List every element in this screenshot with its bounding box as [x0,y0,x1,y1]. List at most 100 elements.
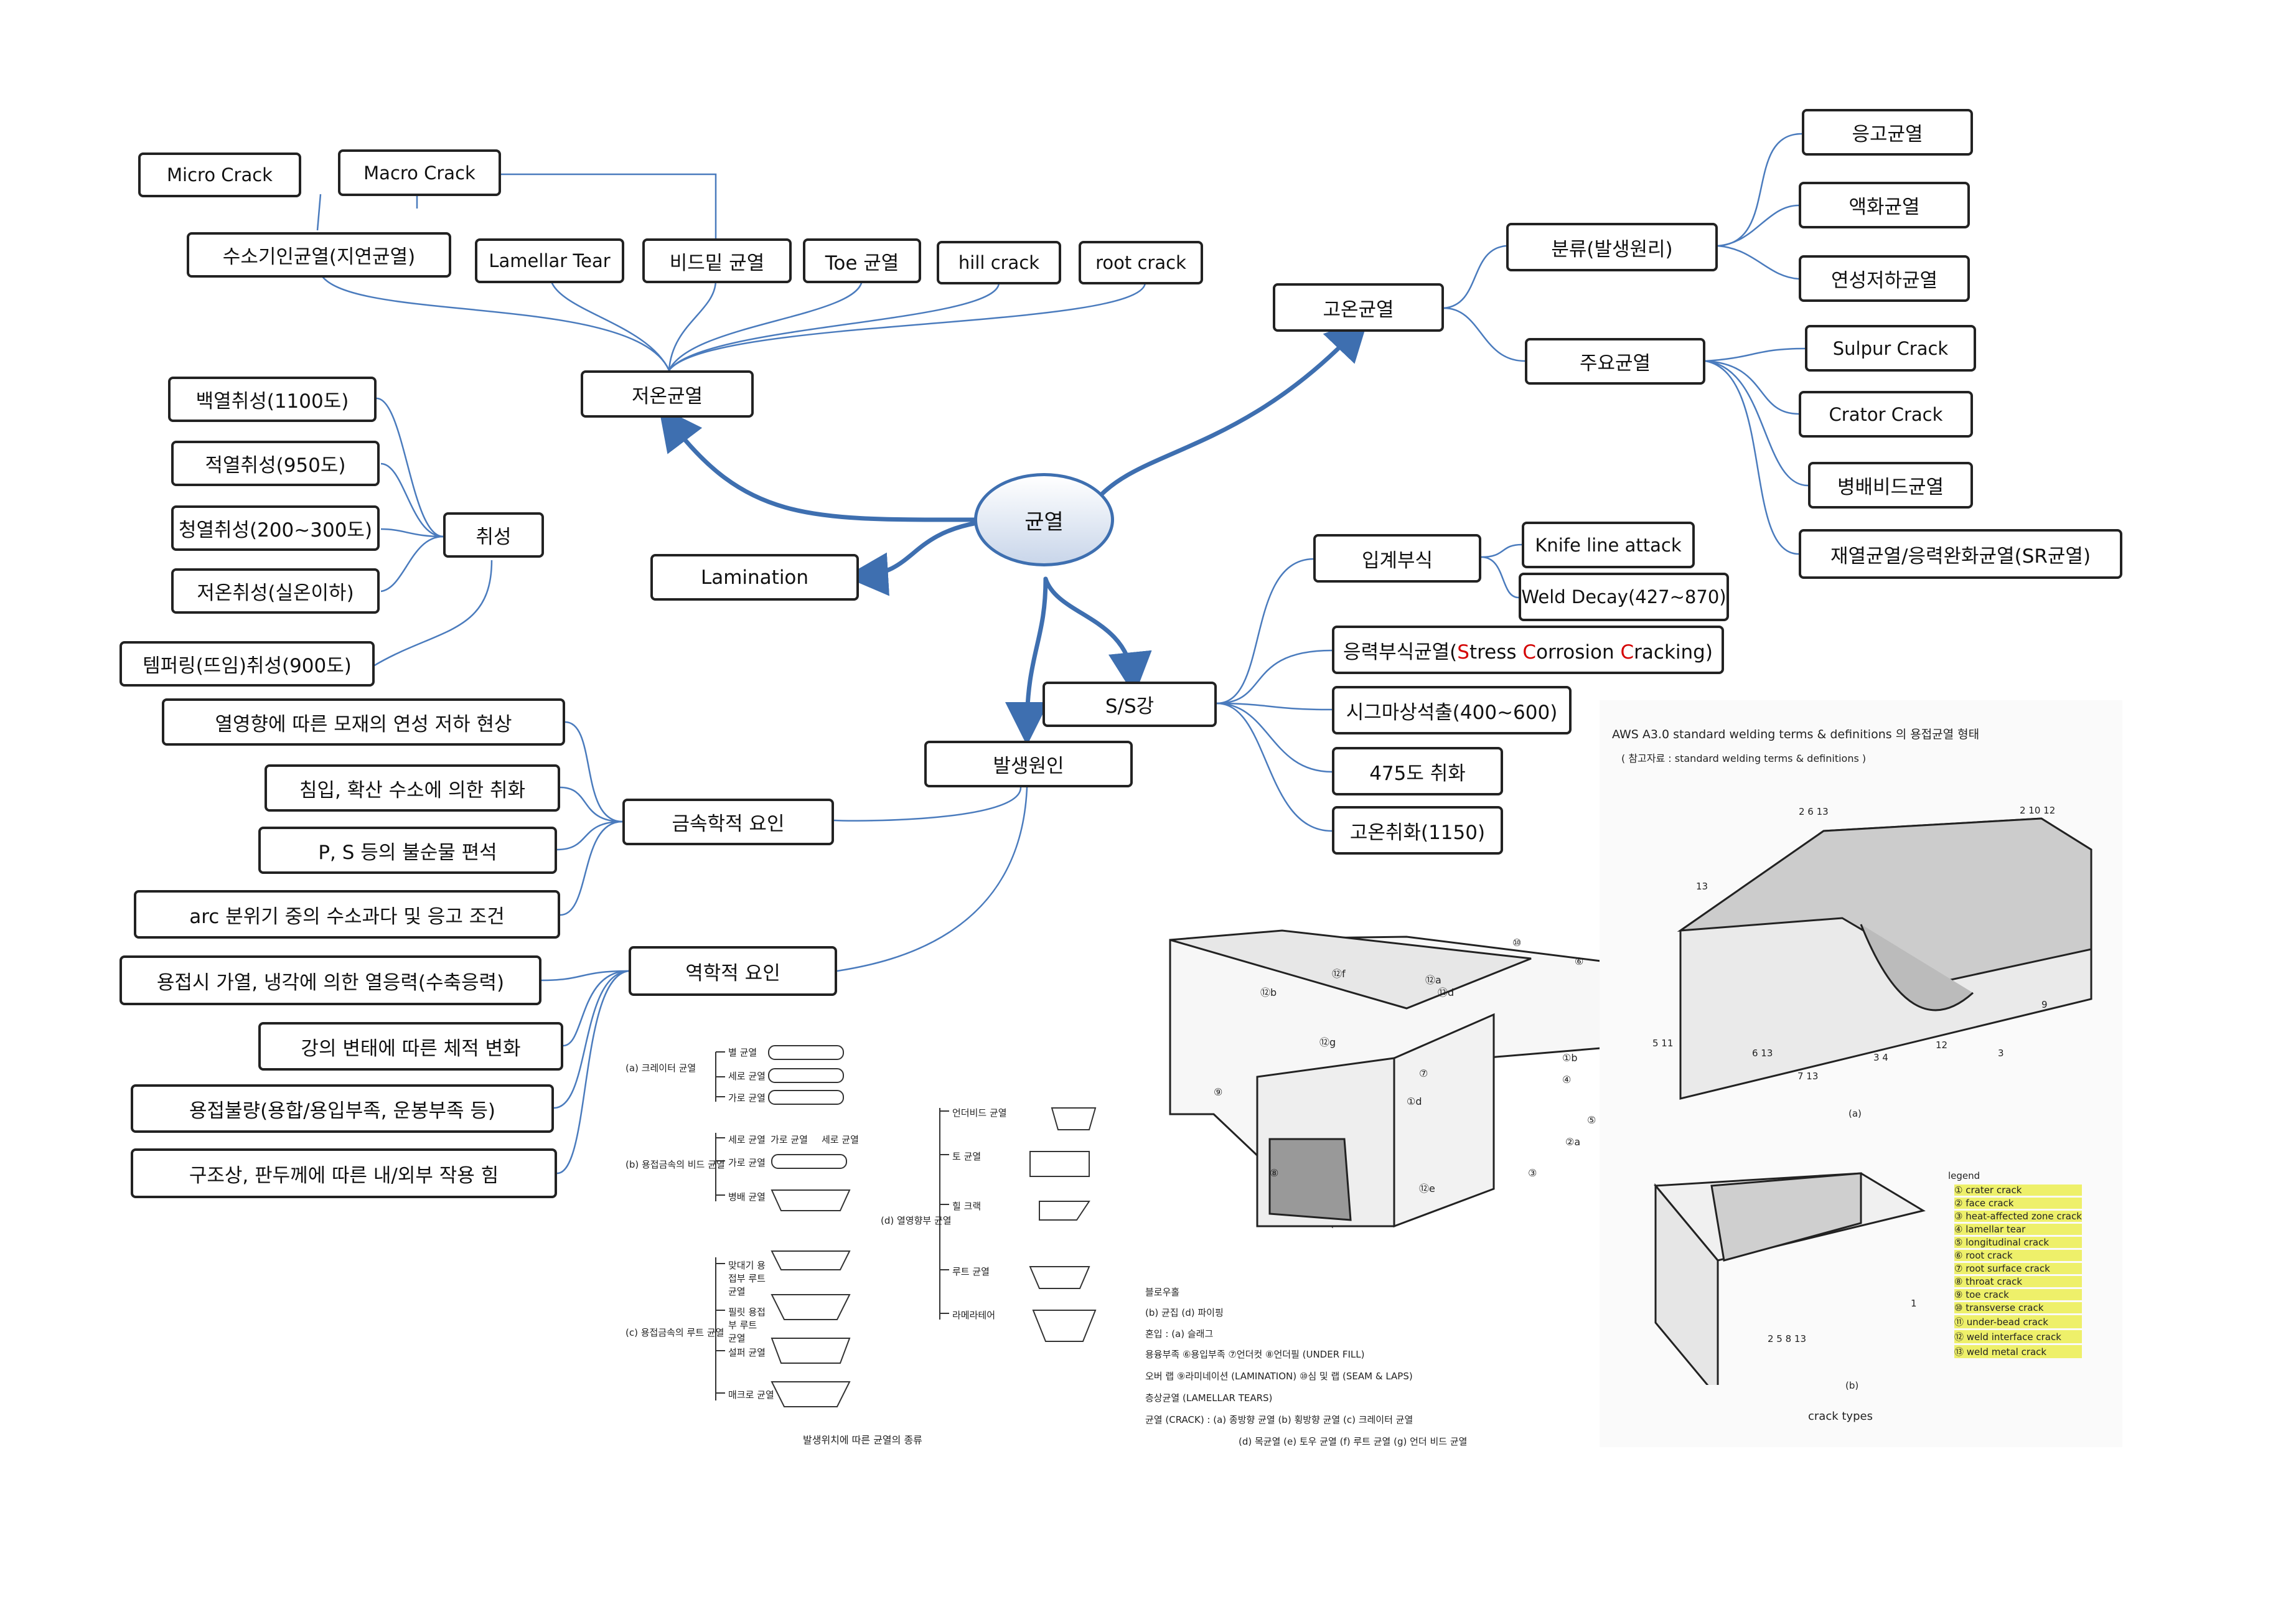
item-b-2: 병배 균열 [728,1191,766,1203]
node-pear-bead-crack[interactable]: 병배비드균열 [1808,462,1973,509]
svg-text:⑫g: ⑫g [1319,1036,1336,1048]
item-c-1: 필릿 용접부 루트 균열 [728,1306,766,1344]
node-lamination[interactable]: Lamination [650,554,859,601]
item-a-1: 세로 균열 [728,1071,766,1082]
legend-root-surface: ⑦ root surface crack [1954,1263,2082,1274]
svg-text:④: ④ [1562,1074,1571,1086]
node-classification[interactable]: 분류(발생원리) [1506,223,1718,271]
node-475-embrittlement[interactable]: 475도 취화 [1332,747,1503,795]
node-solidification-crack[interactable]: 응고균열 [1802,109,1973,156]
node-hydrogen-crack[interactable]: 수소기인균열(지연균열) [187,232,451,278]
node-red-brittleness[interactable]: 적열취성(950도) [171,441,380,486]
legend-line-2: 혼입 : (a) 슬래그 [1145,1328,1214,1339]
svg-text:⑥: ⑥ [1575,955,1583,967]
legend-line-4: 오버 랩 ⑨라미네이션 (LAMINATION) ⑩심 및 랩 (SEAM & … [1145,1371,1413,1382]
crack-location-drawing [715,1045,1253,1407]
node-ductility-dip-crack[interactable]: 연성저하균열 [1799,255,1970,302]
legend-line-5: 층상균열 (LAMELLAR TEARS) [1145,1392,1273,1404]
item-c-3: 매크로 균열 [728,1389,774,1400]
legend-weld-metal: ⑬ weld metal crack [1954,1345,2082,1358]
node-embrittlement[interactable]: 취성 [443,512,544,558]
aws-label-0: 2 6 13 [1799,806,1829,817]
item-c-2: 설퍼 균열 [728,1347,766,1358]
legend-line-6: 균열 (CRACK) : (a) 종방향 균열 (b) 횡방향 균열 (c) 크… [1145,1414,1413,1425]
node-metallurgical-factor[interactable]: 금속학적 요인 [622,799,834,845]
node-thermal-stress[interactable]: 용접시 가열, 냉각에 의한 열응력(수축응력) [119,955,541,1005]
figure-caption: 발생위치에 따른 균열의 종류 [803,1434,922,1446]
node-reheat-crack[interactable]: 재열균열/응력완화균열(SR균열) [1799,529,2122,579]
legend-under-bead: ⑪ under-bead crack [1954,1315,2082,1328]
node-low-temp-brittleness[interactable]: 저온취성(실온이하) [171,568,380,614]
node-liquation-crack[interactable]: 액화균열 [1799,182,1970,228]
node-weld-defect[interactable]: 용접불량(용합/용입부족, 운봉부족 등) [131,1084,554,1133]
node-knife-line-attack[interactable]: Knife line attack [1522,522,1695,568]
item-d-4: 라메라테어 [952,1310,996,1321]
node-micro-crack[interactable]: Micro Crack [138,152,301,197]
node-haz-ductility-loss[interactable]: 열영향에 따른 모재의 연성 저하 현상 [162,698,565,746]
svg-text:⑫a: ⑫a [1425,974,1441,986]
item-d-2: 힐 크랙 [952,1201,982,1212]
legend-line-7: (d) 목균열 (e) 토우 균열 (f) 루트 균열 (g) 언더 비드 균열 [1239,1436,1468,1447]
crack-location-figure: (a) 크레이터 균열 (b) 용접금속의 비드 균열 (c) 용접금속의 루트… [616,1027,1531,1463]
svg-text:⑩: ⑩ [1512,937,1521,949]
node-arc-hydrogen[interactable]: arc 분위기 중의 수소과다 및 응고 조건 [134,890,560,939]
node-weld-decay[interactable]: Weld Decay(427~870) [1519,573,1729,621]
legend-line-1: (b) 균집 (d) 파이핑 [1145,1307,1224,1318]
legend-haz: ③ heat-affected zone crack [1954,1211,2082,1222]
node-sulpur-crack[interactable]: Sulpur Crack [1805,325,1976,372]
node-intergranular-corrosion[interactable]: 입계부식 [1313,534,1481,583]
legend-throat: ⑧ throat crack [1954,1276,2082,1287]
node-cause[interactable]: 발생원인 [924,741,1133,787]
item-b-0: 세로 균열 [728,1134,766,1145]
node-high-temp-crack[interactable]: 고온균열 [1273,283,1444,332]
svg-text:①b: ①b [1562,1052,1578,1064]
node-structural-force[interactable]: 구조상, 판두께에 따른 내/외부 작용 힘 [131,1148,557,1198]
node-high-temp-embrittlement[interactable]: 고온취화(1150) [1332,806,1503,855]
node-white-brittleness[interactable]: 백열취성(1100도) [168,377,377,422]
legend-lamellar: ④ lamellar tear [1954,1224,2082,1235]
node-stress-corrosion-cracking[interactable]: 응력부식균열(Stress Corrosion Cracking) [1332,626,1724,674]
aws-label-4: 5 11 [1652,1038,1674,1049]
node-impurity-segregation[interactable]: P, S 등의 불순물 편석 [258,827,557,874]
aws-caption: crack types [1808,1410,1873,1423]
node-temper-brittleness[interactable]: 템퍼링(뜨임)취성(900도) [119,641,375,687]
node-sigma-phase[interactable]: 시그마상석출(400~600) [1332,686,1572,734]
legend-root: ⑥ root crack [1954,1250,2082,1261]
node-blue-brittleness[interactable]: 청열취성(200~300도) [171,505,380,551]
svg-text:⑫b: ⑫b [1260,987,1277,998]
svg-text:⑤: ⑤ [1587,1114,1596,1126]
node-mechanical-factor[interactable]: 역학적 요인 [629,946,837,996]
node-lamellar-tear[interactable]: Lamellar Tear [475,238,624,283]
node-volume-change[interactable]: 강의 변태에 따른 체적 변화 [258,1022,563,1071]
node-crator-crack[interactable]: Crator Crack [1799,391,1973,438]
node-low-temp-crack[interactable]: 저온균열 [581,370,754,418]
item-b-1: 가로 균열 [728,1157,766,1168]
node-root-crack[interactable]: root crack [1079,241,1203,284]
group-a-label: (a) 크레이터 균열 [626,1063,696,1074]
scc-text: 응력부식균열(Stress Corrosion Cracking) [1343,640,1713,664]
item-c-0: 맞대기 용접부 루트 균열 [728,1260,766,1297]
svg-text:⑫f: ⑫f [1332,968,1346,980]
node-toe-crack[interactable]: Toe 균열 [803,238,921,283]
node-hydrogen-embrittlement[interactable]: 침입, 확산 수소에 의한 취화 [265,764,560,812]
legend-line-3: 용융부족 ⑥용입부족 ⑦언더컷 ⑧언더필 (UNDER FILL) [1145,1349,1365,1360]
node-hill-crack[interactable]: hill crack [937,241,1061,284]
root-node[interactable]: 균열 [974,473,1114,566]
legend-weld-interface: ⑫ weld interface crack [1954,1330,2082,1343]
link-root-lowtemp [658,406,980,522]
item-d-0: 언더비드 균열 [952,1107,1007,1119]
node-underbead-crack[interactable]: 비드밑 균열 [642,238,792,283]
svg-text:⑨: ⑨ [1214,1086,1222,1098]
node-macro-crack[interactable]: Macro Crack [338,149,501,196]
node-major-crack[interactable]: 주요균열 [1525,338,1705,385]
link-root-cause [1005,576,1049,746]
link-root-hightemp [1093,317,1369,504]
aws-legend-title: legend [1948,1170,1980,1181]
item-b-head-1: 세로 균열 [822,1134,859,1145]
link-root-ss [1043,576,1152,696]
node-ss-steel[interactable]: S/S강 [1043,682,1217,727]
link-root-lamination [845,520,980,596]
